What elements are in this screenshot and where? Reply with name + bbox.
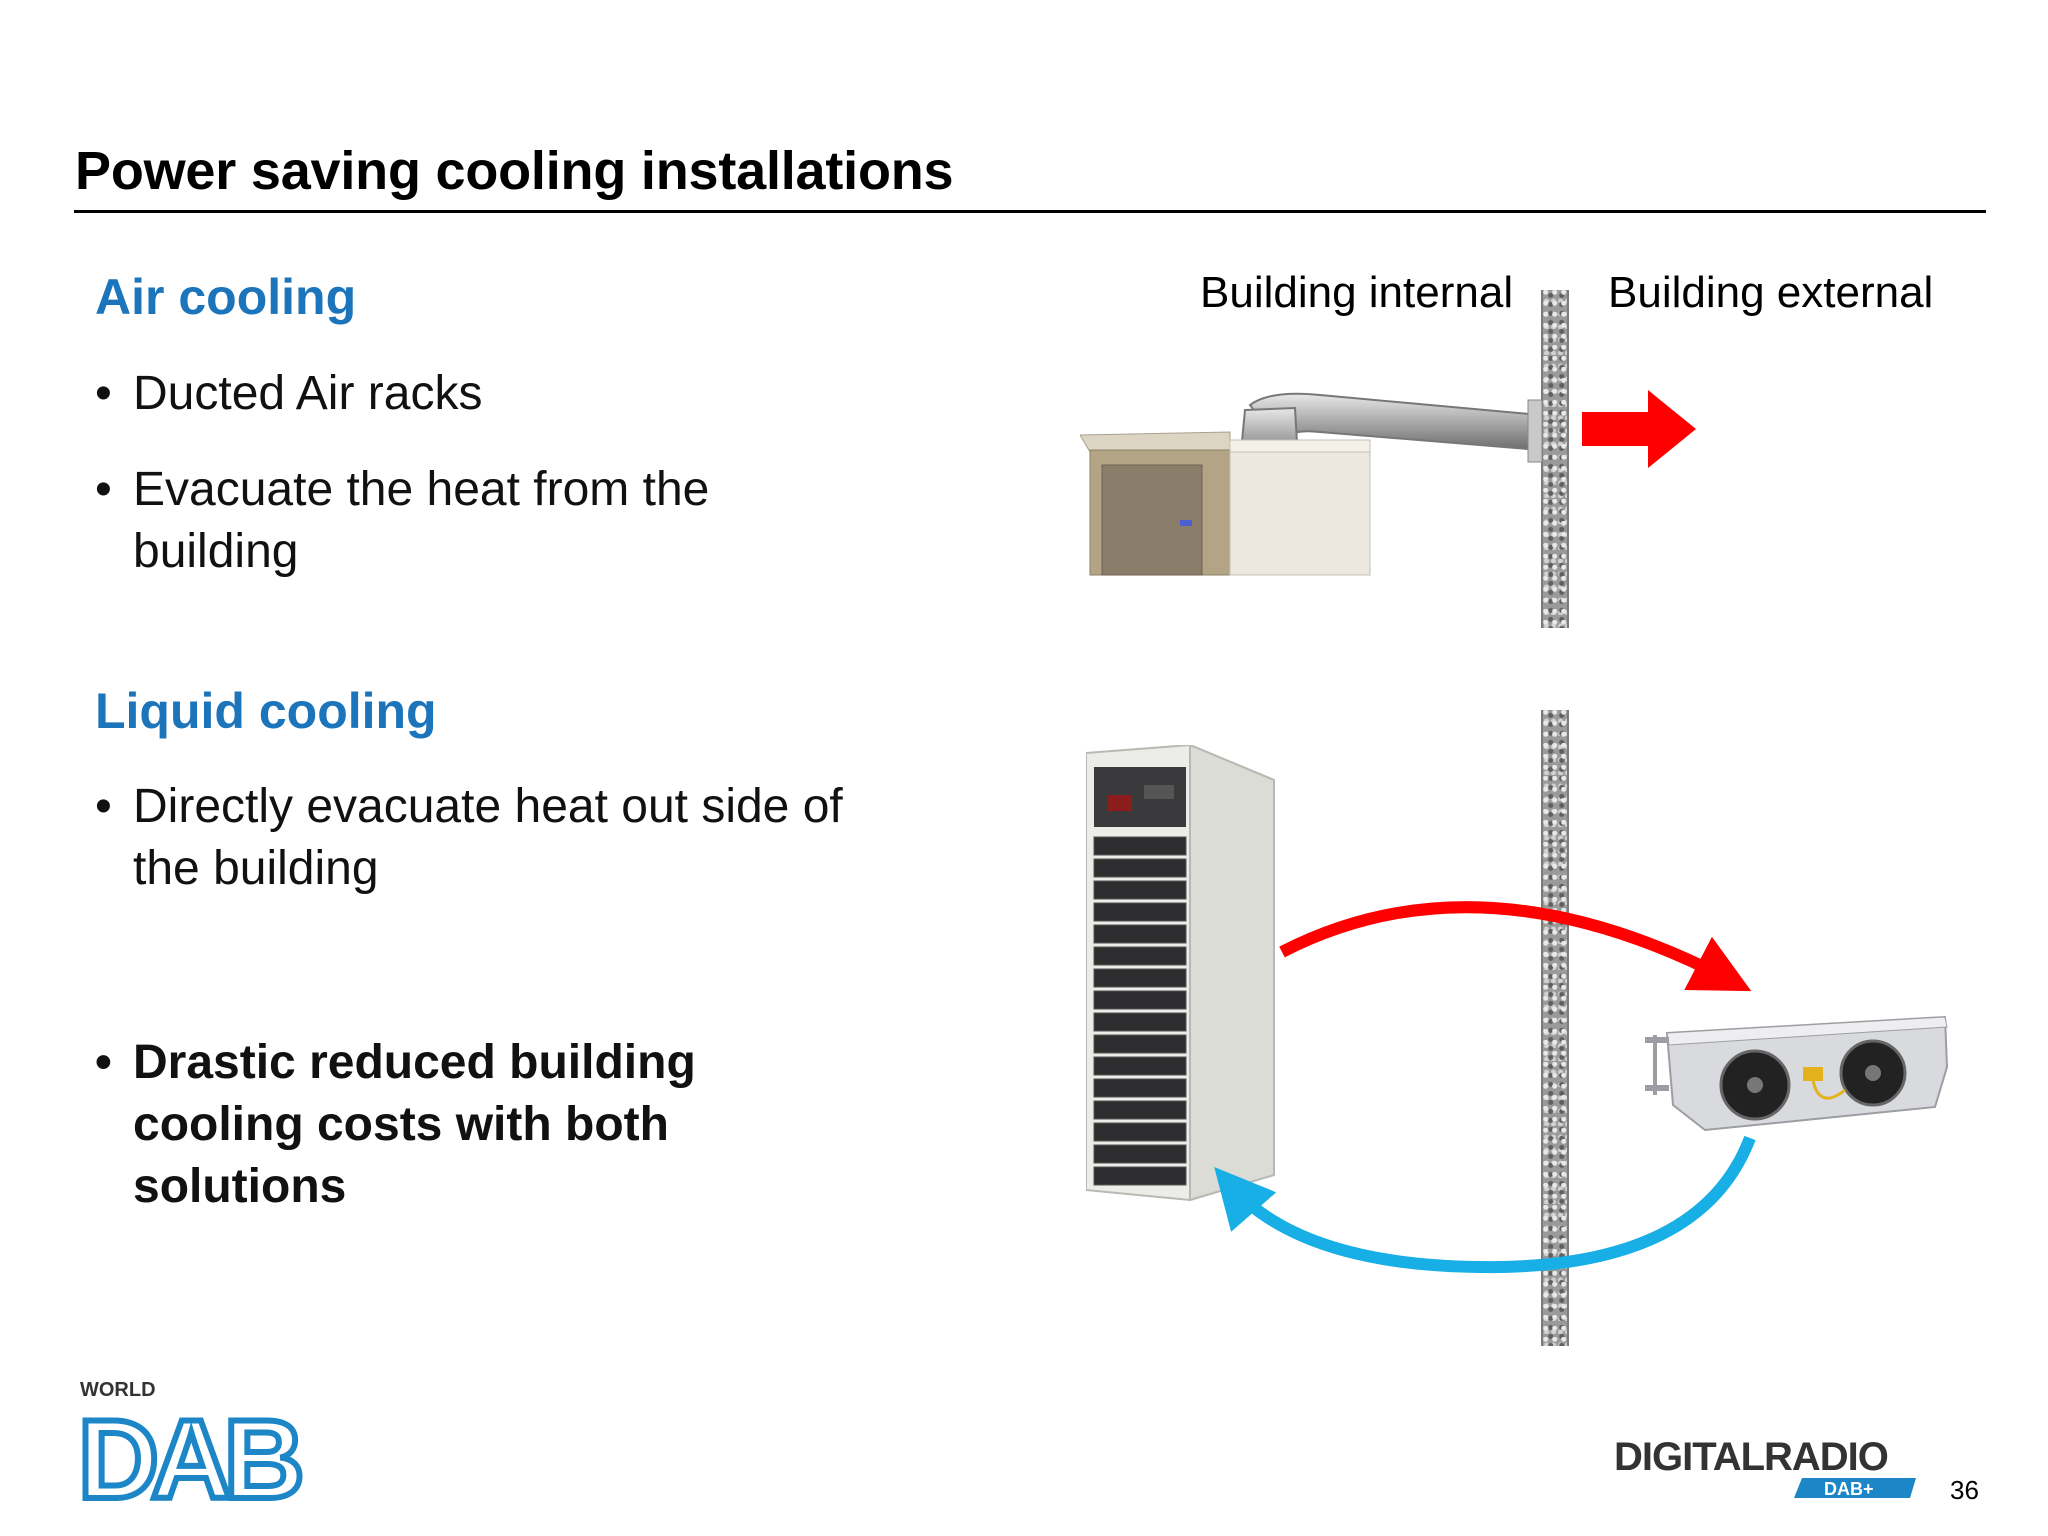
label-building-internal: Building internal — [1200, 268, 1514, 317]
air-bullet-2-text: Evacuate the heat from the building — [133, 463, 710, 578]
air-bullet-2: • Evacuate the heat from the building — [95, 459, 835, 583]
page-number: 36 — [1950, 1475, 1979, 1505]
air-cooling-heading: Air cooling — [95, 269, 357, 325]
building-wall-bottom — [1541, 710, 1569, 1346]
liquid-bullet-1-text: Directly evacuate heat out side of the b… — [133, 780, 843, 895]
liquid-bullet-1: • Directly evacuate heat out side of the… — [95, 776, 875, 900]
liquid-cooling-heading: Liquid cooling — [95, 683, 437, 739]
air-bullet-1: • Ducted Air racks — [95, 363, 875, 425]
air-bullet-1-text: Ducted Air racks — [133, 367, 483, 420]
bullet-dot: • — [95, 463, 112, 516]
liquid-cooling-loop — [1214, 901, 1756, 1274]
ducted-air-rack-illustration — [1080, 392, 1543, 576]
digitalradio-logo-text: DIGITALRADIO — [1614, 1435, 1888, 1479]
bullet-dot: • — [95, 367, 112, 420]
bullet-dot: • — [95, 1036, 112, 1089]
title-underline — [74, 210, 1986, 213]
dab-plus-badge-text: DAB+ — [1824, 1479, 1874, 1499]
worlddab-logo-big-text: DAB — [78, 1397, 300, 1506]
conclusion-text: Drastic reduced building cooling costs w… — [133, 1036, 696, 1213]
hot-flow-arrow — [1279, 901, 1752, 992]
label-building-external: Building external — [1608, 268, 1934, 317]
conclusion-bullet: • Drastic reduced building cooling costs… — [95, 1032, 835, 1218]
bullet-dot: • — [95, 780, 112, 833]
slide-title: Power saving cooling installations — [75, 141, 954, 201]
digitalradio-logo: DIGITALRADIO DAB+ — [1612, 1432, 1922, 1527]
heat-out-arrow — [1582, 390, 1696, 468]
building-wall-top — [1541, 290, 1569, 628]
liquid-cooled-rack-illustration — [1086, 745, 1275, 1202]
dry-cooler-illustration — [1645, 1015, 1949, 1132]
worlddab-logo-small-text: WORLD — [80, 1379, 156, 1401]
worlddab-logo: WORLD DAB — [75, 1376, 318, 1525]
cold-flow-arrow — [1214, 1135, 1756, 1274]
